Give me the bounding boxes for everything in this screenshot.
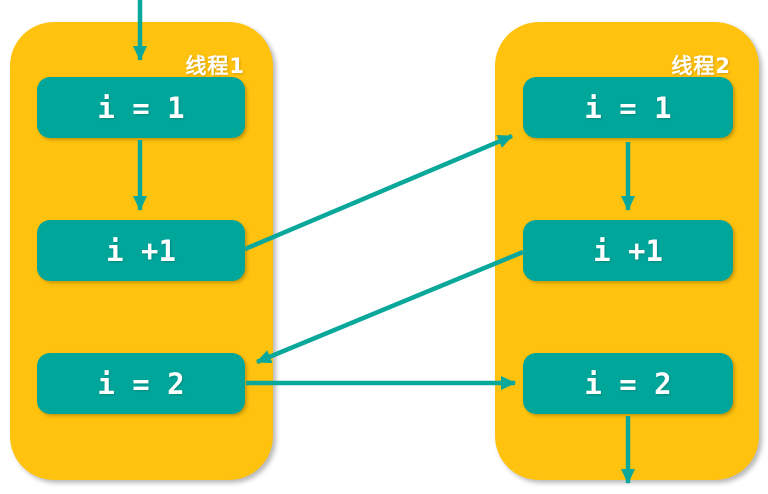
thread2-node-3-label: i = 2: [584, 366, 672, 401]
thread2-node-2-label: i +1: [593, 233, 663, 268]
thread2-node-1-label: i = 1: [584, 90, 672, 125]
thread2-label: 线程2: [671, 54, 731, 78]
thread1-container: 线程1 i = 1 i +1 i = 2: [10, 22, 273, 480]
thread1-node-1-label: i = 1: [97, 90, 185, 125]
thread2-node-3: i = 2: [523, 353, 733, 414]
thread1-label: 线程1: [185, 54, 245, 78]
thread2-container: 线程2 i = 1 i +1 i = 2: [495, 22, 759, 480]
thread2-node-2: i +1: [523, 220, 733, 281]
arrow-thread1-increment-to-thread2-read-icon: [244, 133, 513, 252]
thread1-node-2: i +1: [37, 220, 245, 281]
thread1-node-1: i = 1: [37, 77, 245, 138]
arrow-thread2-increment-to-thread1-write-icon: [256, 249, 524, 365]
thread2-node-1: i = 1: [523, 77, 733, 138]
thread1-node-3-label: i = 2: [97, 366, 185, 401]
thread1-node-3: i = 2: [37, 353, 245, 414]
thread1-node-2-label: i +1: [106, 233, 176, 268]
